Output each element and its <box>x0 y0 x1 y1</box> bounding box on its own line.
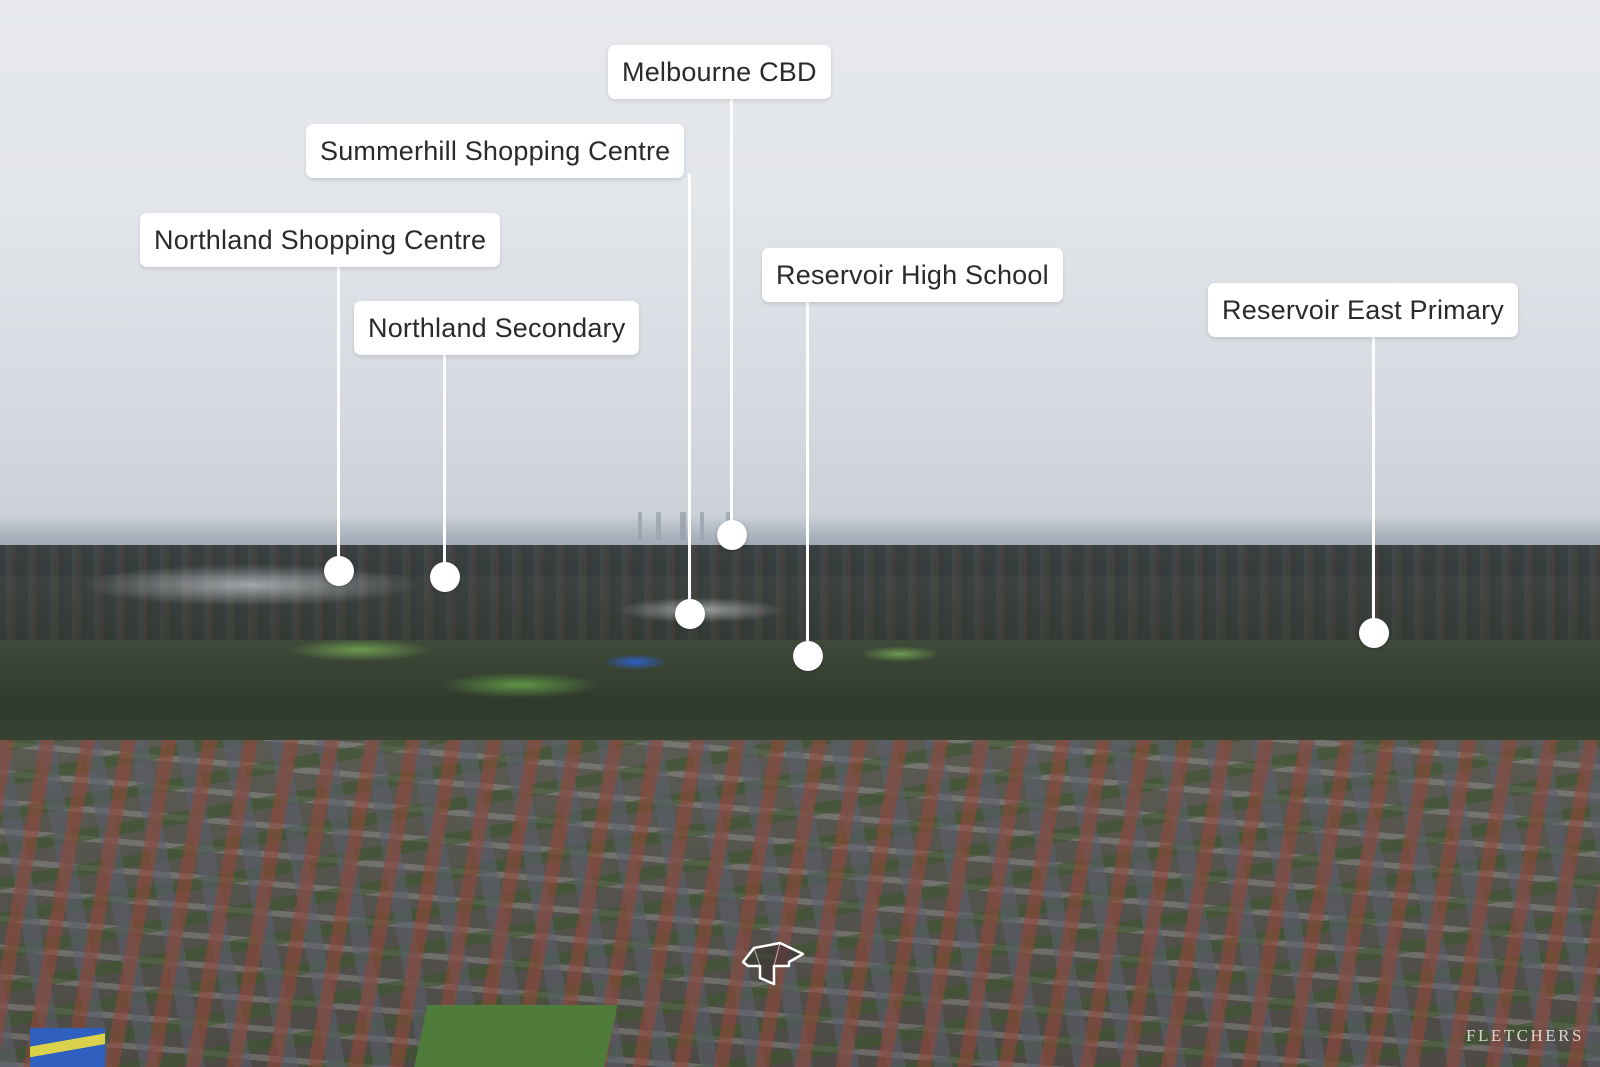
location-pin-reservoir-high-school <box>793 641 823 671</box>
label-northland-secondary: Northland Secondary <box>354 301 640 355</box>
label-reservoir-east-primary: Reservoir East Primary <box>1208 283 1518 337</box>
foreground-houses <box>0 740 1600 1067</box>
distant-suburbs <box>0 545 1600 655</box>
label-text: Northland Secondary <box>368 313 626 343</box>
label-northland-shopping-centre: Northland Shopping Centre <box>140 213 501 267</box>
label-summerhill-shopping-centre: Summerhill Shopping Centre <box>306 124 685 178</box>
leader-line-northland-secondary <box>443 351 446 577</box>
blue-yellow-object <box>30 1028 105 1067</box>
fletchers-watermark: FLETCHERS <box>1466 1026 1584 1045</box>
leader-line-northland-shopping-centre <box>337 263 340 571</box>
house-outline-icon <box>740 940 806 988</box>
location-pin-reservoir-east-primary <box>1359 618 1389 648</box>
location-pin-northland-shopping-centre <box>324 556 354 586</box>
leader-line-reservoir-high-school <box>806 298 809 656</box>
label-text: Summerhill Shopping Centre <box>320 136 671 166</box>
location-pin-northland-secondary <box>430 562 460 592</box>
cbd-skyline <box>630 512 770 540</box>
leader-line-melbourne-cbd <box>730 95 733 535</box>
location-pin-summerhill-shopping-centre <box>675 599 705 629</box>
label-melbourne-cbd: Melbourne CBD <box>608 45 831 99</box>
label-text: Melbourne CBD <box>622 57 817 87</box>
sports-oval <box>412 1005 618 1067</box>
location-pin-melbourne-cbd <box>717 520 747 550</box>
label-text: Reservoir High School <box>776 260 1049 290</box>
label-text: Northland Shopping Centre <box>154 225 487 255</box>
label-text: Reservoir East Primary <box>1222 295 1504 325</box>
leader-line-reservoir-east-primary <box>1372 333 1375 633</box>
leader-line-summerhill-shopping-centre <box>688 174 691 614</box>
label-reservoir-high-school: Reservoir High School <box>762 248 1063 302</box>
